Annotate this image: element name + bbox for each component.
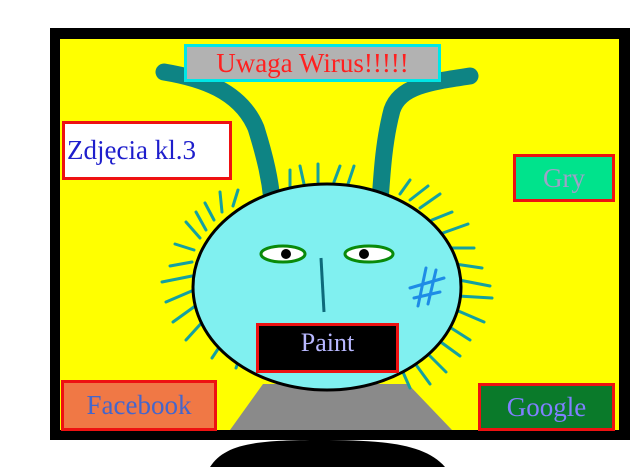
warning-button[interactable]: Uwaga Wirus!!!!!: [184, 44, 441, 82]
virus-cheek-marks: [408, 266, 446, 308]
monitor-neck: [230, 384, 452, 430]
paint-button[interactable]: Paint: [256, 323, 399, 373]
photos-button[interactable]: Zdjęcia kl.3: [62, 121, 232, 180]
virus-nose: [319, 257, 326, 313]
virus-eyes: [259, 244, 395, 264]
facebook-button[interactable]: Facebook: [61, 380, 217, 431]
games-button[interactable]: Gry: [513, 154, 615, 202]
google-button[interactable]: Google: [478, 383, 615, 431]
virus-spikes: [160, 162, 494, 390]
